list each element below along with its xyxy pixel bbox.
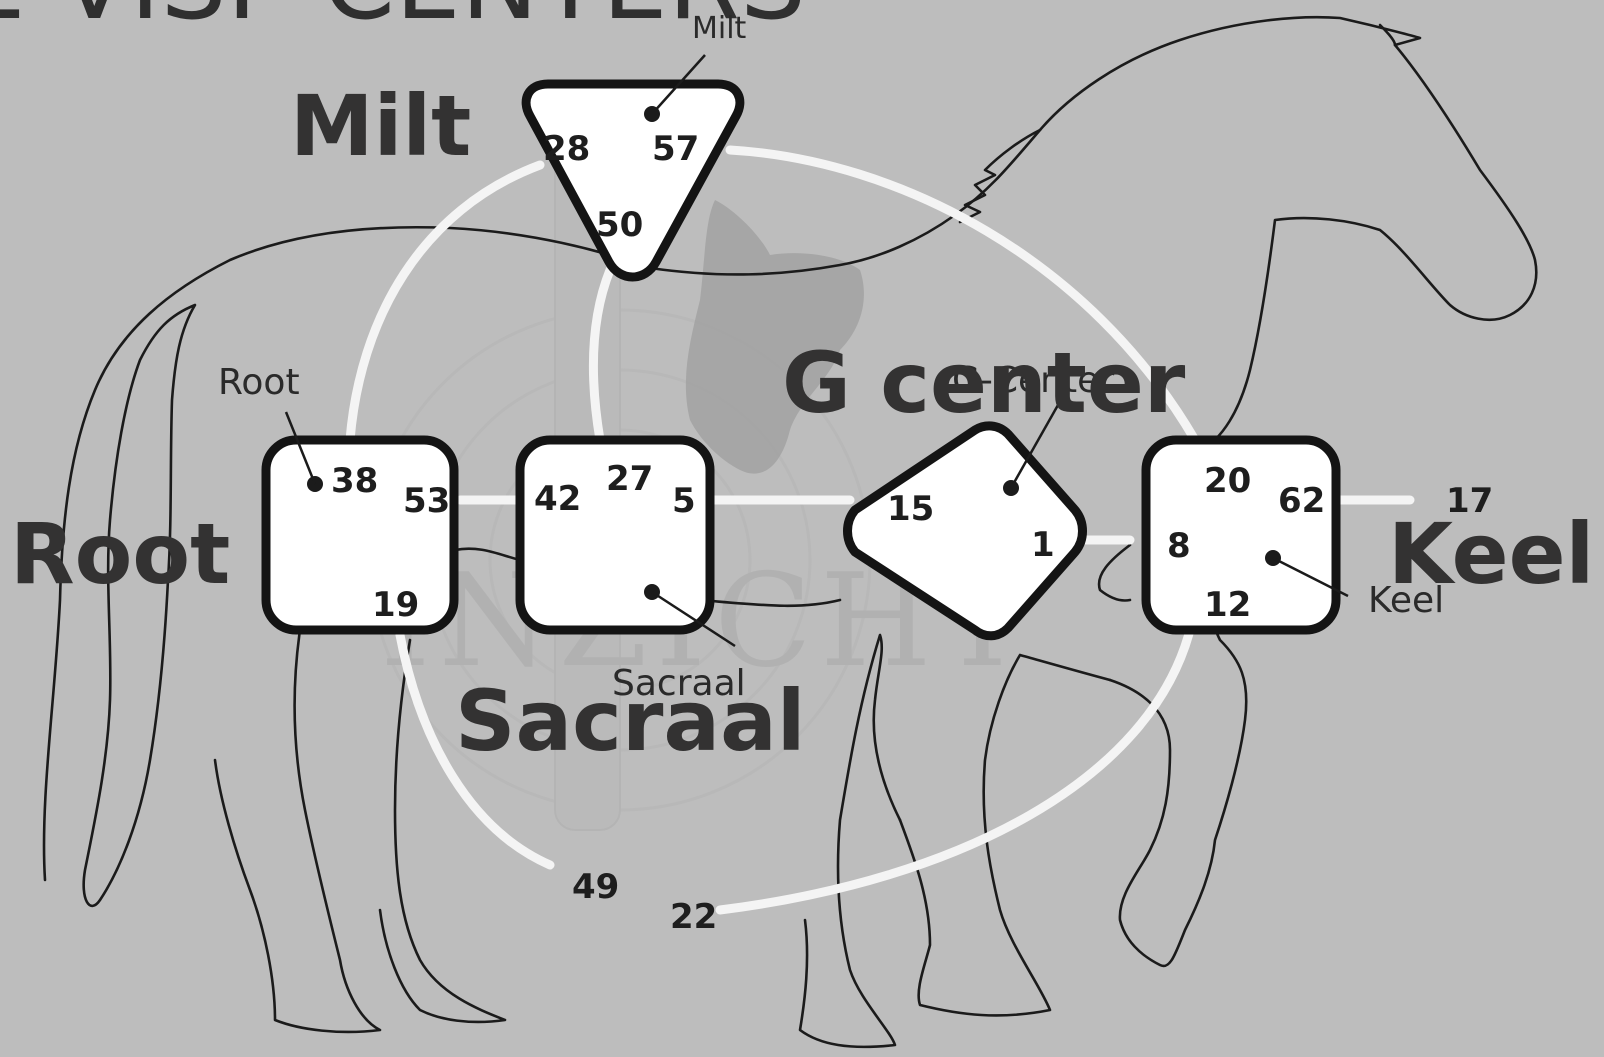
gate-57: 57 [652, 129, 699, 169]
g-center-small-label: G-Center [952, 360, 1114, 401]
gate-42: 42 [534, 479, 581, 519]
gate-12: 12 [1204, 585, 1251, 625]
milt-label: Milt [290, 77, 471, 175]
gate-15: 15 [887, 489, 934, 529]
root-center: 38 53 19 Root [218, 362, 459, 635]
gate-38: 38 [331, 461, 378, 501]
partial-title: E VISP CENTERS [0, 0, 806, 43]
g-center: 15 1 G-Center [843, 360, 1114, 641]
gate-8: 8 [1167, 526, 1191, 566]
gate-22: 22 [670, 897, 717, 937]
gate-1: 1 [1031, 525, 1055, 565]
sacraal-small-label: Sacraal [612, 663, 746, 704]
gate-28: 28 [543, 129, 590, 169]
gate-27: 27 [606, 459, 653, 499]
gate-62: 62 [1278, 481, 1325, 521]
gate-50: 50 [596, 205, 643, 245]
gate-53: 53 [403, 481, 450, 521]
root-label: Root [10, 505, 230, 603]
gate-5: 5 [672, 481, 696, 521]
sacraal-center: 42 27 5 Sacraal [515, 435, 746, 704]
gate-19: 19 [372, 585, 419, 625]
gate-17: 17 [1446, 481, 1493, 521]
milt-center: 28 57 50 Milt [521, 11, 747, 282]
sacraal-label: Sacraal [455, 672, 806, 770]
gate-20: 20 [1204, 461, 1251, 501]
gate-49: 49 [572, 867, 619, 907]
milt-small-label: Milt [692, 11, 747, 46]
g-center-label: G center [782, 334, 1186, 432]
keel-label: Keel [1388, 505, 1594, 603]
keel-small-label: Keel [1368, 580, 1444, 621]
horse-outline [42, 15, 1538, 1049]
root-small-label: Root [218, 362, 300, 403]
keel-center: 20 62 8 12 Keel [1141, 435, 1444, 635]
